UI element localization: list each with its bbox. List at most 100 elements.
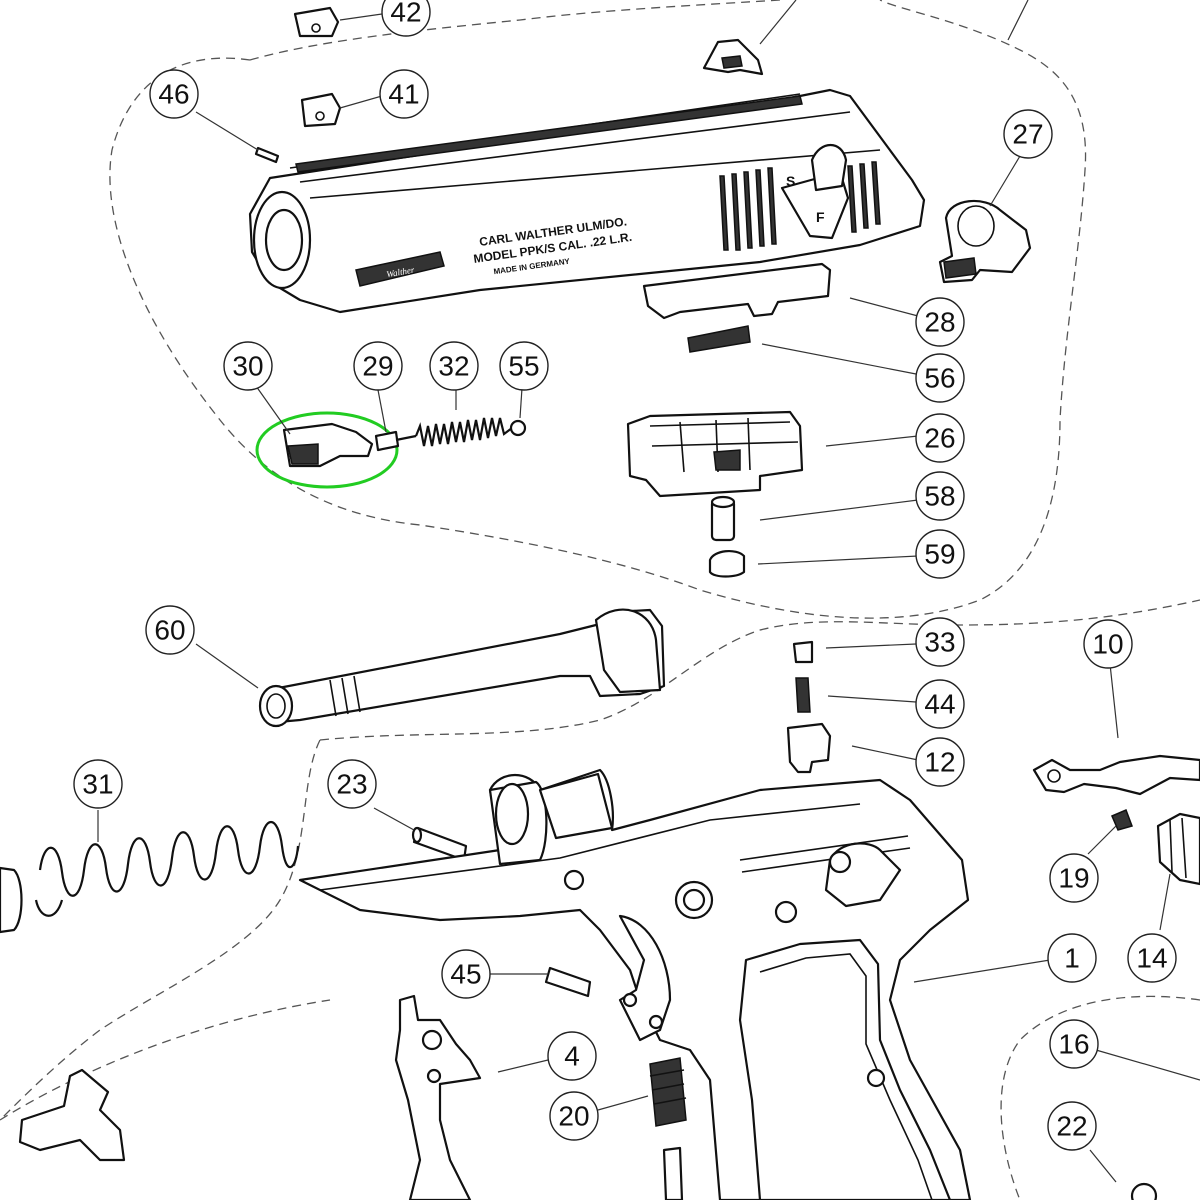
frame-group-outline-left: [0, 739, 321, 1121]
svg-text:27: 27: [1012, 119, 1043, 150]
part-10-lever: [1032, 754, 1200, 796]
svg-text:31: 31: [82, 769, 113, 800]
part-12-latch: [786, 722, 832, 774]
svg-text:23: 23: [336, 769, 367, 800]
part-14-part: [1156, 812, 1200, 886]
callout-58: 58: [915, 471, 965, 521]
svg-text:30: 30: [232, 351, 263, 382]
part-60-barrel: [258, 608, 666, 728]
callout-16: 16: [1049, 1019, 1099, 1069]
slide-group-outline-top: [249, 0, 781, 61]
svg-text:26: 26: [924, 423, 955, 454]
callout-44: 44: [915, 679, 965, 729]
svg-text:46: 46: [158, 79, 189, 110]
walther-logo: Walther: [355, 251, 445, 287]
safety-mark-f: F: [816, 209, 825, 225]
part-20-spring: [649, 1057, 687, 1127]
callout-23: 23: [327, 759, 377, 809]
callout-1: 1: [1047, 933, 1097, 983]
callout-59: 59: [915, 529, 965, 579]
callout-10: 10: [1083, 619, 1133, 669]
svg-text:41: 41: [388, 79, 419, 110]
callout-14: 14: [1127, 933, 1177, 983]
svg-text:20: 20: [558, 1101, 589, 1132]
callout-56: 56: [915, 353, 965, 403]
callout-41: 41: [379, 69, 429, 119]
callout-27: 27: [1003, 109, 1053, 159]
part-41-sight: [300, 92, 342, 128]
svg-text:12: 12: [924, 747, 955, 778]
svg-text:45: 45: [450, 959, 481, 990]
part-trigger-guard: [18, 1068, 126, 1162]
callout-12: 12: [915, 737, 965, 787]
callout-42: 42: [381, 0, 431, 37]
svg-text:42: 42: [390, 0, 421, 28]
svg-text:28: 28: [924, 307, 955, 338]
svg-text:33: 33: [924, 627, 955, 658]
safety-mark-s: S: [786, 173, 795, 189]
svg-text:44: 44: [924, 689, 955, 720]
svg-text:10: 10: [1092, 629, 1123, 660]
svg-text:60: 60: [154, 615, 185, 646]
callout-29: 29: [353, 341, 403, 391]
callout-46: 46: [149, 69, 199, 119]
part-45-pin: [544, 966, 592, 998]
part-22-screw: [1130, 1182, 1158, 1200]
slide-group-outline: [109, 0, 1087, 619]
grip-group-outline: [1000, 995, 1200, 1200]
svg-text:58: 58: [924, 481, 955, 512]
leader-lines: [97, 0, 1200, 1183]
part-rear-sight: [702, 38, 764, 76]
svg-text:56: 56: [924, 363, 955, 394]
svg-text:22: 22: [1056, 1111, 1087, 1142]
walther-logo-text: Walther: [386, 265, 416, 280]
part-1-frame: [298, 768, 972, 1200]
part-pin-bottom: [662, 1146, 684, 1200]
part-59-cap: [708, 550, 746, 578]
callout-60: 60: [145, 605, 195, 655]
svg-text:55: 55: [508, 351, 539, 382]
svg-text:16: 16: [1058, 1029, 1089, 1060]
part-27-hammer: [938, 199, 1032, 284]
callout-22: 22: [1047, 1101, 1097, 1151]
callout-19: 19: [1049, 853, 1099, 903]
svg-text:14: 14: [1136, 943, 1167, 974]
part-31-recoil-spring: [0, 821, 300, 934]
callout-45: 45: [441, 949, 491, 999]
part-46-pin: [254, 146, 280, 164]
highlight-part-30: [255, 411, 399, 489]
part-26-block: [626, 410, 804, 498]
part-33-plunger: [792, 640, 814, 664]
svg-text:29: 29: [362, 351, 393, 382]
svg-text:32: 32: [438, 351, 469, 382]
part-28-extractor: [642, 262, 832, 320]
callout-20: 20: [549, 1091, 599, 1141]
callout-26: 26: [915, 413, 965, 463]
part-58-cylinder: [710, 495, 736, 542]
part-30-firing-pin: [282, 422, 374, 468]
callout-31: 31: [73, 759, 123, 809]
frame-group-outline: [319, 599, 1200, 741]
part-44-spring: [795, 677, 811, 713]
part-32-spring: [395, 417, 527, 447]
part-4-part: [394, 994, 482, 1200]
callout-55: 55: [499, 341, 549, 391]
part-42-front-sight: [293, 6, 340, 38]
part-29-pin: [374, 430, 400, 452]
trigger-group-outline: [0, 999, 331, 1121]
callouts: 42 41 46 27 28 56 30 29 32 55 26 58 59 6…: [73, 0, 1177, 1151]
part-56-spring: [687, 325, 751, 353]
callout-30: 30: [223, 341, 273, 391]
callout-4: 4: [547, 1031, 597, 1081]
svg-text:59: 59: [924, 539, 955, 570]
svg-text:19: 19: [1058, 863, 1089, 894]
callout-32: 32: [429, 341, 479, 391]
slide-serrations: [719, 161, 881, 251]
callout-28: 28: [915, 297, 965, 347]
part-slide: S F CARL WALTHER ULM/DO. MODEL PPK/S CAL…: [248, 88, 926, 314]
callout-33: 33: [915, 617, 965, 667]
svg-text:1: 1: [1064, 943, 1080, 974]
svg-text:4: 4: [564, 1041, 580, 1072]
